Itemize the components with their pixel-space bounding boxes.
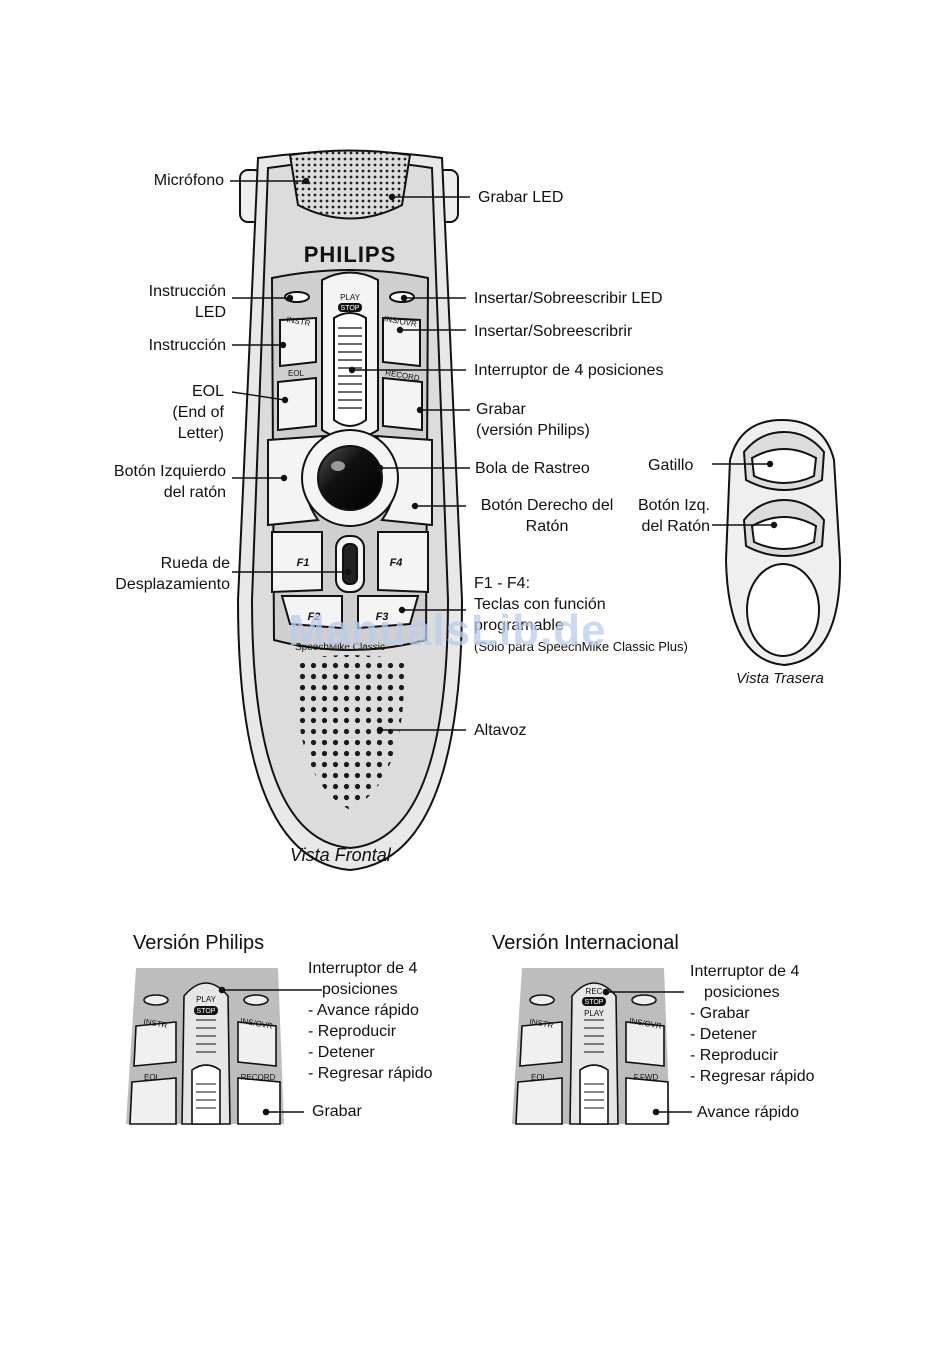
- iv-key-rec: REC: [586, 987, 603, 996]
- label-grabar: Grabar (versión Philips): [476, 399, 590, 441]
- label-boton-izq-raton-line1: Botón Izq.: [637, 497, 710, 514]
- label-instruccion-led-line1: Instrucción: [148, 283, 226, 300]
- label-instruccion-led-line2: LED: [194, 304, 226, 321]
- iv-switch-labels: Interruptor de 4 posiciones - Grabar - D…: [690, 961, 815, 1087]
- front-device: [236, 149, 464, 872]
- iv-switch-line6: - Regresar rápido: [690, 1068, 815, 1085]
- key-f3: F3: [376, 611, 389, 623]
- key-f1: F1: [297, 557, 310, 569]
- label-rueda-line2: Desplazamiento: [115, 576, 230, 593]
- label-grabar-line1: Grabar: [476, 401, 526, 418]
- pv-switch-line3: - Avance rápido: [308, 1002, 419, 1019]
- label-grabar-line2: (versión Philips): [476, 422, 590, 439]
- label-microfono: Micrófono: [153, 172, 224, 189]
- pv-key-stop: STOP: [197, 1008, 216, 1015]
- pv-switch-line1: Interruptor de 4: [308, 960, 418, 977]
- iv-key-stop: STOP: [585, 999, 604, 1006]
- watermark: ManualsLib.de: [288, 606, 607, 655]
- label-f1-f4-line4: (Sólo para SpeechMike Classic Plus): [474, 639, 688, 654]
- key-eol: EOL: [288, 369, 305, 378]
- pv-switch-line4: - Reproducir: [308, 1023, 397, 1040]
- label-f1-f4-line3: programable: [474, 617, 564, 634]
- iv-switch-line5: - Reproducir: [690, 1047, 779, 1064]
- brand-logo: PHILIPS: [304, 242, 397, 267]
- label-altavoz: Altavoz: [474, 722, 527, 739]
- iv-key-eol: EOL: [531, 1073, 548, 1082]
- key-f2: F2: [308, 611, 321, 623]
- label-boton-derecho-line2: Ratón: [525, 518, 569, 535]
- label-boton-izquierdo-line1: Botón Izquierdo: [113, 463, 226, 480]
- philips-version-crop: [126, 968, 322, 1125]
- label-eol-line1: EOL: [191, 383, 224, 400]
- iv-button-label: Avance rápido: [697, 1104, 799, 1121]
- pv-key-eol: EOL: [144, 1073, 161, 1082]
- label-interruptor: Interruptor de 4 posiciones: [474, 362, 664, 379]
- label-boton-izq-raton: Botón Izq. del Ratón: [610, 495, 710, 537]
- device-key-labels: PHILIPS PLAY STOP INSTR INS/OVR EOL RECO…: [143, 242, 663, 1082]
- pv-switch-line2: posiciones: [322, 981, 398, 998]
- key-instr: INSTR: [286, 315, 311, 328]
- label-insertar-sobreescribir-led: Insertar/Sobreescribir LED: [474, 290, 663, 307]
- label-instruccion: Instrucción: [148, 337, 226, 354]
- label-gatillo: Gatillo: [648, 457, 694, 474]
- iv-switch-line2: posiciones: [704, 984, 780, 1001]
- label-rueda-line1: Rueda de: [160, 555, 230, 572]
- iv-key-ffwd: F.FWD: [634, 1073, 659, 1082]
- iv-switch-line3: - Grabar: [690, 1005, 750, 1022]
- international-version-crop: [512, 968, 692, 1125]
- switch-ridges: [338, 327, 362, 409]
- label-f1-f4: F1 - F4: Teclas con función programable …: [474, 573, 688, 657]
- label-f1-f4-line1: F1 - F4:: [474, 575, 531, 592]
- pv-key-record: RECORD: [241, 1073, 276, 1082]
- key-f4: F4: [390, 557, 403, 569]
- label-insertar-sobreescribir: Insertar/Sobreescribrir: [474, 323, 633, 340]
- label-eol: EOL (End of Letter): [90, 381, 224, 444]
- label-f1-f4-line2: Teclas con función: [474, 596, 606, 613]
- pv-button-label: Grabar: [312, 1103, 362, 1120]
- label-boton-derecho: Botón Derecho del Ratón: [474, 495, 620, 537]
- title-version-philips: Versión Philips: [133, 932, 265, 954]
- rear-device: [724, 418, 842, 667]
- label-bola-rastreo: Bola de Rastreo: [475, 460, 590, 477]
- title-version-internacional: Versión Internacional: [492, 932, 679, 954]
- model-text: SpeechMike Classic: [295, 642, 385, 653]
- key-play: PLAY: [340, 293, 361, 302]
- label-eol-line3: Letter): [177, 425, 224, 442]
- pv-key-instr: INSTR: [143, 1017, 168, 1030]
- pv-switch-labels: Interruptor de 4 posiciones - Avance ráp…: [308, 958, 433, 1084]
- iv-key-play: PLAY: [584, 1009, 605, 1018]
- pv-switch-line5: - Detener: [308, 1044, 375, 1061]
- label-instruccion-led: Instrucción LED: [90, 281, 226, 323]
- label-boton-izquierdo-line2: del ratón: [163, 484, 226, 501]
- caption-vista-frontal: Vista Frontal: [290, 845, 391, 865]
- pv-switch-line6: - Regresar rápido: [308, 1065, 433, 1082]
- label-boton-izquierdo: Botón Izquierdo del ratón: [80, 461, 226, 503]
- label-grabar-led: Grabar LED: [478, 189, 564, 206]
- iv-key-instr: INSTR: [529, 1017, 554, 1030]
- label-eol-line2: (End of: [172, 404, 224, 421]
- pv-key-play: PLAY: [196, 995, 217, 1004]
- label-boton-izq-raton-line2: del Ratón: [641, 518, 711, 535]
- leader-lines: [230, 177, 778, 734]
- iv-switch-line4: - Detener: [690, 1026, 757, 1043]
- key-stop: STOP: [341, 305, 360, 312]
- label-boton-derecho-line1: Botón Derecho del: [480, 497, 614, 514]
- iv-switch-line1: Interruptor de 4: [690, 963, 800, 980]
- caption-vista-trasera: Vista Trasera: [736, 670, 824, 687]
- label-rueda: Rueda de Desplazamiento: [80, 553, 230, 595]
